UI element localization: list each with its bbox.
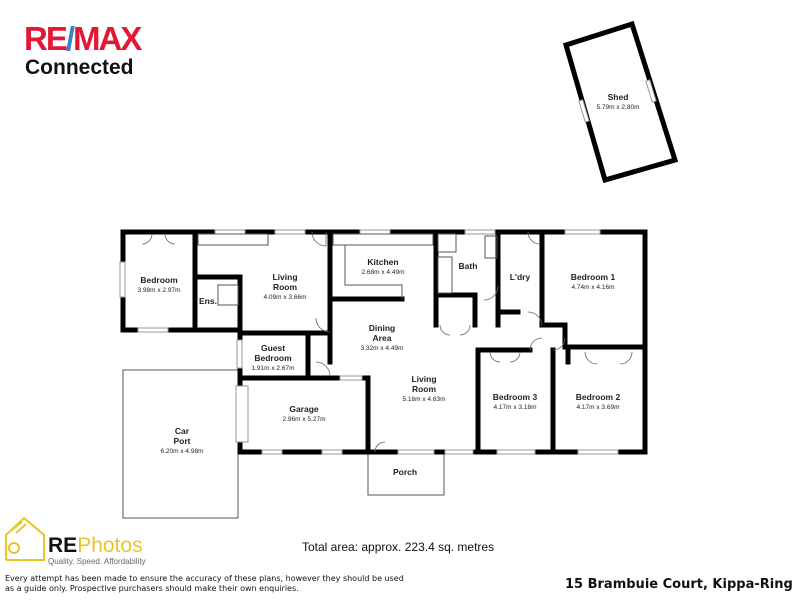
- room-dims: 4.17m x 3.18m: [494, 404, 537, 411]
- total-area: Total area: approx. 223.4 sq. metres: [302, 540, 495, 554]
- disclaimer-line: as a guide only. Prospective purchasers …: [5, 584, 299, 593]
- remax-logo: RE/MAX: [24, 20, 142, 57]
- room-name: Bedroom 2: [576, 392, 621, 402]
- room-name: Room: [273, 282, 298, 292]
- room-dims: 4.74m x 4.16m: [572, 284, 615, 291]
- room-name: Bedroom 1: [571, 272, 616, 282]
- rephotos-photos: Photos: [77, 534, 143, 557]
- room-dims: 4.17m x 3.69m: [577, 404, 620, 411]
- disclaimer-line: Every attempt has been made to ensure th…: [5, 574, 404, 583]
- room-dims: 2.96m x 5.27m: [283, 416, 326, 423]
- room-labels: Bedroom 3.98m x 2.97m Ens. Living Room 4…: [138, 257, 621, 477]
- room-name: Bedroom: [254, 353, 292, 363]
- room-dims: 5.79m x 2.80m: [597, 104, 640, 111]
- room-name: Garage: [289, 404, 319, 414]
- room-name: Car: [175, 426, 190, 436]
- windows: [119, 229, 619, 455]
- doors: [141, 231, 633, 453]
- room-name: Guest: [261, 343, 285, 353]
- room-dims: 2.68m x 4.49m: [362, 269, 405, 276]
- rephotos-tagline: Quality. Speed. Affordability: [48, 557, 146, 566]
- room-name: Bath: [459, 261, 478, 271]
- room-name: Port: [174, 436, 191, 446]
- room-name: Living: [272, 272, 297, 282]
- room-name: Living: [411, 374, 436, 384]
- room-name: Bedroom 3: [493, 392, 538, 402]
- room-dims: 4.09m x 3.66m: [264, 294, 307, 301]
- room-name: Dining: [369, 323, 395, 333]
- room-name: Kitchen: [367, 257, 398, 267]
- room-dims: 5.16m x 4.63m: [403, 396, 446, 403]
- shed: Shed 5.79m x 2.80m: [562, 20, 679, 184]
- remax-logo-connected: Connected: [25, 56, 134, 79]
- fixtures: [197, 233, 498, 306]
- property-address: 15 Brambuie Court, Kippa-Ring: [565, 577, 793, 592]
- room-name: Ens.: [199, 296, 217, 306]
- room-name: Bedroom: [140, 275, 178, 285]
- room-dims: 3.32m x 4.49m: [361, 345, 404, 352]
- room-dims: 1.91m x 2.67m: [252, 365, 295, 372]
- room-name: Room: [412, 384, 437, 394]
- room-name: Porch: [393, 467, 417, 477]
- disclaimer: Every attempt has been made to ensure th…: [5, 574, 425, 594]
- room-dims: 3.98m x 2.97m: [138, 287, 181, 294]
- rephotos-re: RE: [48, 534, 78, 557]
- room-name: L'dry: [510, 272, 531, 282]
- rephotos-logo: REPhotos: [48, 534, 143, 558]
- walls: [120, 229, 648, 455]
- room-dims: 6.20m x 4.98m: [161, 448, 204, 455]
- room-name: Area: [373, 333, 392, 343]
- room-name: Shed: [608, 92, 629, 102]
- rephotos-house-icon: [5, 516, 45, 561]
